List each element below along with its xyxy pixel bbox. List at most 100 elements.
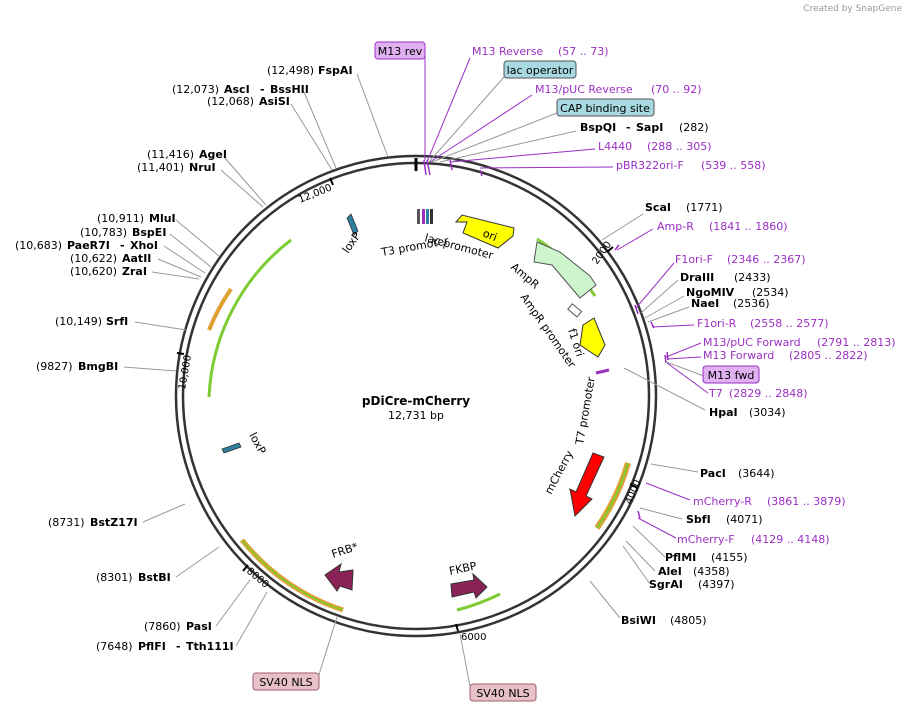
svg-text:(2346 .. 2367): (2346 .. 2367) [727, 253, 806, 266]
loxp-label-top: loxP [340, 229, 364, 255]
primer-label-t7: T7 (2829 .. 2848) [708, 387, 808, 400]
svg-text:8000: 8000 [244, 566, 271, 591]
orf-arc-left-orange [207, 287, 233, 331]
svg-text:(2534): (2534) [752, 286, 789, 299]
svg-text:(70 .. 92): (70 .. 92) [651, 83, 702, 96]
svg-text:-: - [120, 239, 125, 252]
enzyme-label-asisi: (12,068) AsiSI [207, 95, 290, 108]
ori-label: ori [481, 227, 499, 244]
svg-text:F1ori-R: F1ori-R [697, 317, 737, 330]
svg-text:SapI: SapI [636, 121, 663, 134]
enzyme-label-scai: ScaI (1771) [645, 201, 723, 214]
enzyme-label-bstz17i: (8731) BstZ17I [48, 516, 138, 529]
svg-text:M13/pUC Reverse: M13/pUC Reverse [535, 83, 633, 96]
loxp-label-bottom: loxP [246, 430, 268, 456]
enzyme-label-bspei: (10,783) BspEI [80, 226, 166, 239]
enzyme-label-zrai: (10,620) ZraI [70, 265, 147, 278]
sv40-nls-box-left: SV40 NLS [252, 672, 320, 691]
enzyme-label-nrui: (11,401) NruI [137, 161, 216, 174]
primer-label-m13-puc-reverse: M13/pUC Reverse (70 .. 92) [535, 83, 702, 96]
svg-text:FspAI: FspAI [318, 64, 353, 77]
svg-text:(3644): (3644) [738, 467, 775, 480]
svg-text:(12,498): (12,498) [267, 64, 314, 77]
svg-text:PflFI: PflFI [138, 640, 166, 653]
svg-text:ZraI: ZraI [122, 265, 147, 278]
svg-text:(12,068): (12,068) [207, 95, 254, 108]
svg-text:(9827): (9827) [36, 360, 73, 373]
svg-text:-: - [260, 83, 265, 96]
frb-label: FRB* [330, 540, 360, 561]
enzyme-label-pflmi: PflMI (4155) [665, 551, 748, 564]
svg-text:(4397): (4397) [698, 578, 735, 591]
svg-text:BstZ17I: BstZ17I [90, 516, 138, 529]
svg-text:NaeI: NaeI [691, 297, 719, 310]
t3-promoter-label: T3 promoter [379, 234, 450, 259]
svg-text:MluI: MluI [149, 212, 176, 225]
svg-text:(7860): (7860) [144, 620, 181, 633]
svg-text:mCherry-R: mCherry-R [693, 495, 752, 508]
svg-text:(2829 .. 2848): (2829 .. 2848) [729, 387, 808, 400]
svg-text:(2536): (2536) [733, 297, 770, 310]
svg-text:HpaI: HpaI [709, 406, 738, 419]
t7-promoter-label: T7 promoter [573, 376, 598, 447]
enzyme-label-pflfi-tth111i: (7648) PflFI - Tth111I [96, 640, 234, 653]
primer-label-m13-forward: M13 Forward (2805 .. 2822) [703, 349, 868, 362]
svg-text:BspQI: BspQI [580, 121, 616, 134]
primer-label-pbr322ori-f: pBR322ori-F (539 .. 558) [616, 159, 766, 172]
svg-text:(2805 .. 2822): (2805 .. 2822) [789, 349, 868, 362]
cap-binding-site-box: CAP binding site [556, 98, 655, 117]
enzyme-label-fspai: (12,498) FspAI [267, 64, 353, 77]
enzyme-label-paer7i-xhoi: (10,683) PaeR7I - XhoI [15, 239, 158, 252]
primer-label-f1ori-f: F1ori-F (2346 .. 2367) [675, 253, 806, 266]
scale-tick-4000: 4000 [624, 478, 644, 506]
svg-text:NruI: NruI [189, 161, 216, 174]
enzyme-label-aatii: (10,622) AatII [70, 252, 151, 265]
svg-text:(10,149): (10,149) [55, 315, 102, 328]
svg-text:AleI: AleI [658, 565, 682, 578]
svg-text:SrfI: SrfI [106, 315, 128, 328]
svg-text:(288 .. 305): (288 .. 305) [647, 140, 712, 153]
primer-label-mcherry-r: mCherry-R (3861 .. 3879) [693, 495, 846, 508]
svg-text:(10,683): (10,683) [15, 239, 62, 252]
enzyme-label-bspqi-sapi: BspQI - SapI (282) [580, 121, 709, 134]
enzyme-label-bsiwi: BsiWI (4805) [621, 614, 707, 627]
svg-text:lac operator: lac operator [507, 64, 574, 77]
svg-text:(4358): (4358) [693, 565, 730, 578]
svg-text:BsiWI: BsiWI [621, 614, 656, 627]
enzyme-label-mlui: (10,911) MluI [97, 212, 176, 225]
enzyme-label-srfi: (10,149) SrfI [55, 315, 128, 328]
svg-text:SbfI: SbfI [686, 513, 711, 526]
svg-text:PasI: PasI [186, 620, 212, 633]
m13-rev-box: M13 rev [374, 41, 426, 60]
mcherry-feature [569, 452, 605, 518]
primer-label-mcherry-f: mCherry-F (4129 .. 4148) [677, 533, 830, 546]
ampr-promoter-box [567, 303, 583, 318]
svg-text:(4129 .. 4148): (4129 .. 4148) [751, 533, 830, 546]
ori-feature [454, 214, 515, 249]
svg-text:(4071): (4071) [726, 513, 763, 526]
svg-text:AsiSI: AsiSI [259, 95, 290, 108]
svg-text:SgrAI: SgrAI [649, 578, 683, 591]
svg-text:(10,622): (10,622) [70, 252, 117, 265]
svg-text:(1841 .. 1860): (1841 .. 1860) [709, 220, 788, 233]
svg-text:pBR322ori-F: pBR322ori-F [616, 159, 684, 172]
primer-label-f1ori-r: F1ori-R (2558 .. 2577) [697, 317, 829, 330]
svg-text:BspEI: BspEI [132, 226, 166, 239]
svg-text:(3861 .. 3879): (3861 .. 3879) [767, 495, 846, 508]
orf-arc-left-green [207, 238, 292, 398]
loxp-feature-top [346, 213, 359, 236]
svg-text:T7: T7 [708, 387, 723, 400]
enzyme-label-draiii: DraIII (2433) [680, 271, 771, 284]
svg-text:BstBI: BstBI [138, 571, 171, 584]
enzyme-label-sgrai: SgrAI (4397) [649, 578, 735, 591]
primer-label-m13-puc-forward: M13/pUC Forward (2791 .. 2813) [703, 336, 896, 349]
svg-text:(57 .. 73): (57 .. 73) [558, 45, 609, 58]
enzyme-label-bmgbi: (9827) BmgBI [36, 360, 118, 373]
svg-text:(282): (282) [679, 121, 709, 134]
svg-text:-: - [176, 640, 181, 653]
primer-label-m13-reverse: M13 Reverse (57 .. 73) [472, 45, 609, 58]
svg-text:-: - [626, 121, 631, 134]
svg-text:(4155): (4155) [711, 551, 748, 564]
svg-text:M13/pUC Forward: M13/pUC Forward [703, 336, 801, 349]
